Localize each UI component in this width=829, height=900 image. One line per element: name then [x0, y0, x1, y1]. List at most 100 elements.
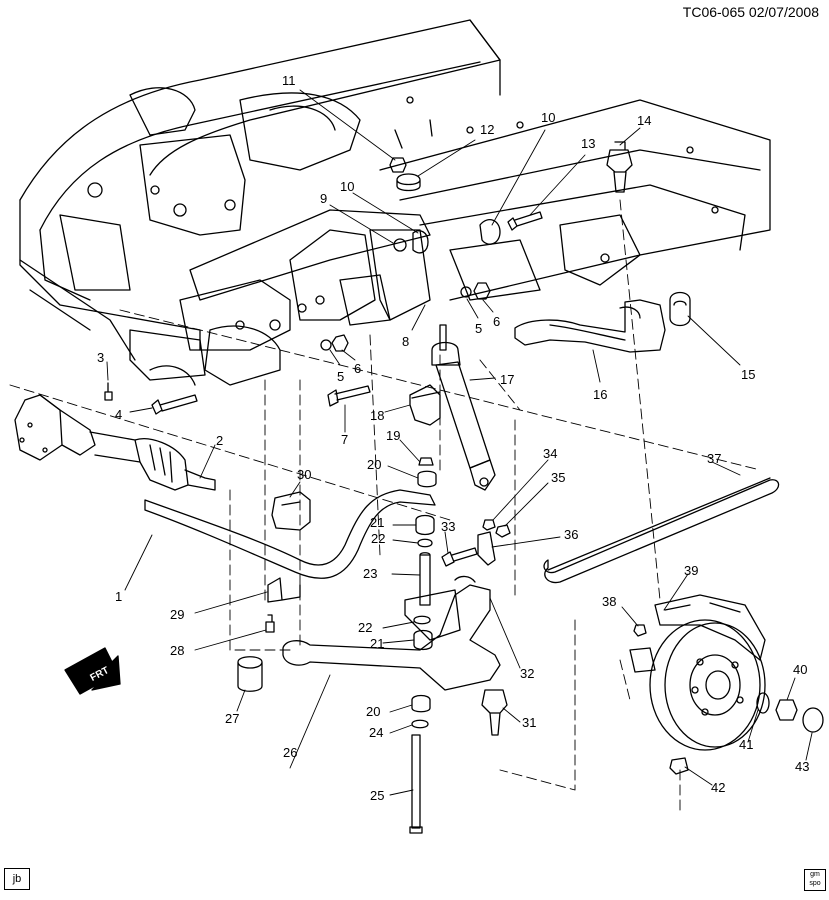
callout-34: 34 [543, 446, 558, 461]
callout-29: 29 [170, 607, 185, 622]
callout-23: 23 [363, 566, 378, 581]
insulator-part-20-upper [417, 470, 437, 488]
leader-lines [106, 89, 813, 796]
callout-43: 43 [795, 759, 810, 774]
callout-18: 18 [370, 408, 385, 423]
callout-2: 2 [216, 433, 224, 448]
callout-42: 42 [711, 780, 726, 795]
bolt-part-28 [265, 614, 275, 633]
bracket-part-29 [267, 577, 301, 603]
callout-4: 4 [115, 407, 123, 422]
front-direction-arrow [64, 647, 121, 695]
callout-8: 8 [402, 334, 410, 349]
upper-control-arm-part-16 [514, 299, 666, 353]
insulator-part-20-lower [411, 694, 431, 713]
bushing-part-27 [237, 656, 263, 692]
callout-10-mid: 10 [340, 179, 355, 194]
washer-part-22-lower [413, 615, 431, 625]
callout-9: 9 [320, 191, 328, 206]
callout-14: 14 [637, 113, 652, 128]
callout-40: 40 [793, 662, 808, 677]
washer-part-5-left [320, 339, 332, 351]
callout-35: 35 [551, 470, 566, 485]
callout-31: 31 [522, 715, 537, 730]
callout-37: 37 [707, 451, 722, 466]
shock-absorber-part-17 [431, 324, 496, 491]
spacer-part-23 [419, 552, 431, 606]
stabilizer-bar-part-1 [144, 489, 436, 579]
nut-part-6-left [331, 334, 349, 352]
nut-part-40 [775, 699, 798, 721]
callout-21-upper: 21 [370, 515, 385, 530]
bracket-part-18 [409, 384, 441, 426]
washer-part-24 [411, 719, 429, 729]
callout-15: 15 [741, 367, 756, 382]
callout-16: 16 [593, 387, 608, 402]
cam-part-10-left [412, 230, 429, 254]
callout-33: 33 [441, 519, 456, 534]
callout-13: 13 [581, 136, 596, 151]
nut-part-19 [418, 457, 434, 466]
bolt-part-13 [507, 211, 543, 231]
insulator-part-21-upper [415, 514, 435, 536]
callout-7: 7 [341, 432, 349, 447]
brake-rotor-caliper-part-39 [629, 594, 766, 751]
nut-part-34 [482, 519, 496, 531]
callout-10-top: 10 [541, 110, 556, 125]
bolt-part-7 [327, 385, 371, 407]
bushing-part-30 [271, 491, 311, 531]
reference-lines [9, 199, 761, 811]
callout-26: 26 [283, 745, 298, 760]
callout-1: 1 [115, 589, 123, 604]
callout-3: 3 [97, 350, 105, 365]
bolt-part-4 [151, 394, 198, 415]
cap-part-43 [802, 707, 824, 733]
gm-spo-logo: gm spo [804, 869, 826, 891]
callout-30: 30 [297, 467, 312, 482]
callout-6-right: 6 [493, 314, 501, 329]
callout-32: 32 [520, 666, 535, 681]
washer-part-22-upper [417, 538, 433, 548]
callout-22-lower: 22 [358, 620, 373, 635]
bolt-part-38 [633, 624, 647, 637]
washer-part-9 [393, 238, 407, 252]
washer-part-41 [756, 692, 770, 714]
lower-control-arm-part-26 [282, 575, 501, 691]
nut-part-35 [495, 524, 511, 538]
initials-box: jb [4, 868, 30, 890]
cam-part-10-right [479, 219, 501, 245]
callout-24: 24 [369, 725, 384, 740]
callout-19: 19 [386, 428, 401, 443]
nut-part-11 [389, 157, 407, 173]
vehicle-frame [19, 19, 771, 386]
callout-5-left: 5 [337, 369, 345, 384]
bracket-part-36 [477, 531, 496, 566]
callout-12: 12 [480, 122, 495, 137]
callout-21-lower: 21 [370, 636, 385, 651]
callout-6-left: 6 [354, 361, 362, 376]
bolt-part-33 [441, 547, 478, 567]
callout-28: 28 [170, 643, 185, 658]
callout-38: 38 [602, 594, 617, 609]
callout-11: 11 [282, 73, 296, 88]
callout-20-upper: 20 [367, 457, 382, 472]
washer-part-5-right [460, 286, 472, 298]
bolt-part-25 [409, 734, 423, 834]
callout-5-right: 5 [475, 321, 483, 336]
callout-41: 41 [739, 737, 754, 752]
drive-axle-part-2 [14, 394, 216, 491]
bushing-part-15 [669, 291, 691, 327]
callout-39: 39 [684, 563, 699, 578]
callout-20-lower: 20 [366, 704, 381, 719]
callout-17: 17 [500, 372, 515, 387]
callout-27: 27 [225, 711, 240, 726]
tie-rod-part-37 [543, 477, 780, 584]
insulator-part-21-lower [413, 629, 433, 651]
document-code: TC06-065 02/07/2008 [682, 4, 819, 20]
ball-joint-part-14 [606, 141, 633, 193]
callout-36: 36 [564, 527, 579, 542]
nut-part-42 [669, 757, 689, 775]
callout-22-upper: 22 [371, 531, 386, 546]
nut-part-6-right [473, 282, 491, 300]
